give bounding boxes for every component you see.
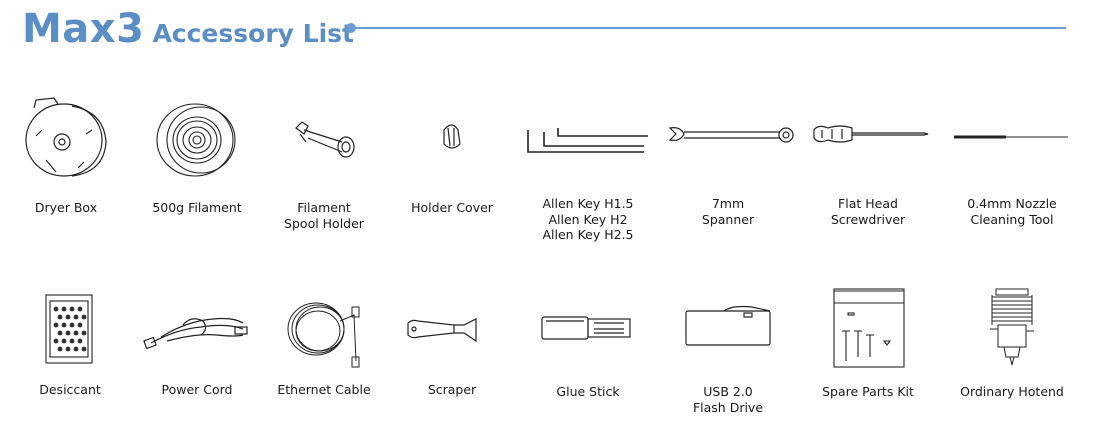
item-label: Ordinary Hotend xyxy=(960,384,1064,399)
item-label: Glue Stick xyxy=(556,384,620,399)
holder-cover-icon xyxy=(443,124,461,149)
item-label: Scraper xyxy=(427,382,477,397)
desiccant-icon xyxy=(45,294,93,364)
spare-parts-kit-icon xyxy=(833,288,905,368)
item-label: Spare Parts Kit xyxy=(822,384,914,399)
power-cord-icon xyxy=(143,317,248,350)
scraper-icon xyxy=(407,318,477,343)
ethernet-cable-icon xyxy=(287,302,360,368)
item-label: 500g Filament xyxy=(152,200,242,215)
item-label: Ethernet Cable xyxy=(277,382,371,397)
spool-holder-icon xyxy=(295,121,355,158)
screwdriver-icon xyxy=(813,125,929,143)
spanner-icon xyxy=(668,127,794,143)
usb-flash-drive-icon xyxy=(685,305,771,346)
allen-keys-icon xyxy=(527,128,648,153)
hotend-icon xyxy=(990,288,1034,366)
nozzle-cleaning-tool-icon xyxy=(954,135,1068,139)
item-label: Desiccant xyxy=(39,382,101,397)
item-label: Holder Cover xyxy=(411,200,493,215)
title-sub: Accessory List xyxy=(152,19,354,48)
item-label: Power Cord xyxy=(161,382,233,397)
title-main: Max3 xyxy=(22,6,145,52)
item-label: Dryer Box xyxy=(34,200,98,215)
dryer-box-icon xyxy=(25,97,107,177)
filament-spool-icon xyxy=(156,103,236,177)
title-rule xyxy=(350,27,1066,29)
glue-stick-icon xyxy=(541,316,631,340)
